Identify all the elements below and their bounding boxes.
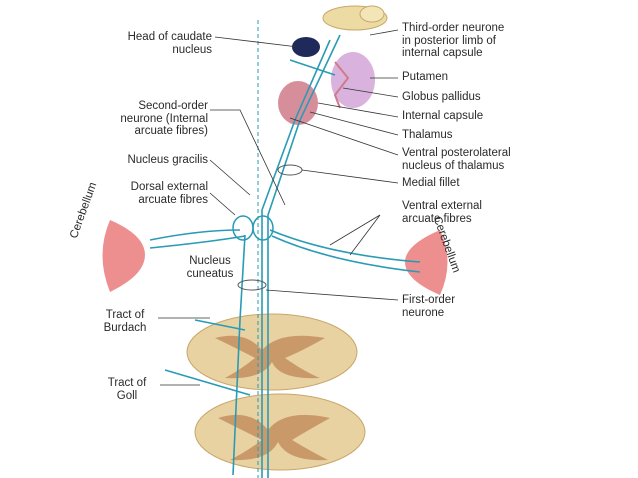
caudate-nucleus-shape [292, 37, 320, 57]
nucleus-cuneatus-shape [252, 215, 274, 241]
tract-of-burdach-label: Tract of Burdach [103, 309, 147, 334]
grey-matter-lower [218, 414, 330, 461]
putamen-shape [331, 52, 375, 108]
medial-fillet-ring [277, 164, 303, 176]
thalamus-shape [278, 81, 318, 125]
dorsal-external-arcuate-label: Dorsal external arcuate fibres [130, 181, 208, 206]
tract-of-goll-label: Tract of Goll [107, 377, 147, 402]
ventral-external-arcuate-label: Ventral external arcuate fibres [402, 200, 482, 225]
first-order-ring [237, 279, 267, 291]
first-order-neurone-label: First-order neurone [402, 294, 456, 319]
third-order-neurone-label: Third-order neurone in posterior limb of… [402, 22, 505, 59]
globus-pallidus-label: Globus pallidus [402, 91, 481, 103]
thalamus-label: Thalamus [402, 129, 453, 141]
leader-lines [158, 29, 399, 386]
globus-pallidus-shape [333, 61, 350, 109]
second-order-neurone-label: Second-order neurone (Internal arcuate f… [120, 100, 208, 137]
head-of-caudate-label: Head of caudate nucleus [127, 31, 212, 56]
nucleus-gracilis-label: Nucleus gracilis [127, 154, 208, 166]
cerebellum-right-shape [405, 230, 448, 295]
pathway-tracts [149, 34, 421, 478]
cortex-shape [359, 5, 385, 23]
cerebellum-left-shape [102, 220, 145, 292]
vpl-nucleus-label: Ventral posterolateral nucleus of thalam… [402, 147, 511, 172]
medial-fillet-label: Medial fillet [402, 177, 460, 189]
internal-capsule-label: Internal capsule [402, 110, 484, 122]
putamen-label: Putamen [402, 71, 449, 83]
grey-matter-upper [215, 335, 325, 379]
nucleus-cuneatus-label: Nucleus cuneatus [186, 255, 234, 280]
